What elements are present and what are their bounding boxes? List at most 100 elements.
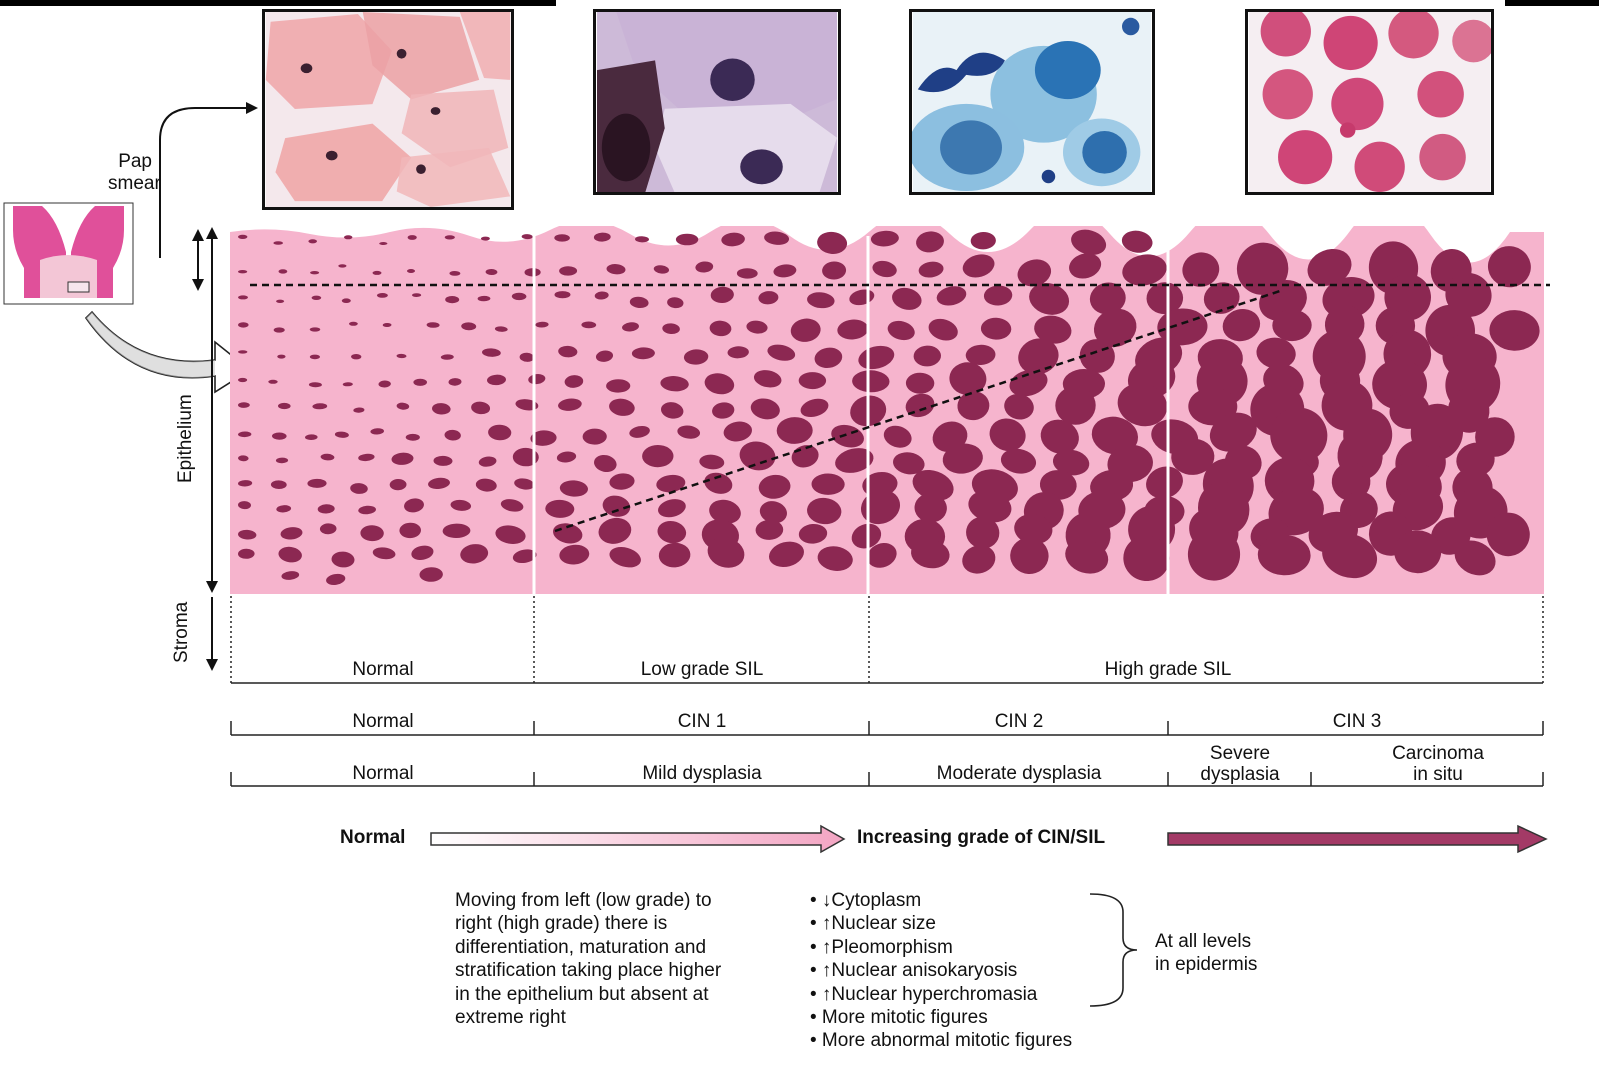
nucleus [1121,230,1153,253]
nucleus [312,403,328,410]
nucleus [675,233,699,246]
nucleus [835,448,874,473]
nucleus [556,451,577,463]
description-line: differentiation, maturation and [455,936,707,958]
nucleus [1171,438,1215,475]
nucleus [1187,528,1241,581]
nucleus [554,291,571,299]
nucleus [1203,282,1240,314]
nucleus [426,322,440,328]
nucleus [308,382,322,388]
nucleus [558,398,582,411]
nucleus [238,350,248,354]
nucleus [238,501,251,510]
dysplasia-severe-line: dysplasia [1200,764,1280,785]
top-border-left [0,0,556,6]
nucleus [358,453,375,462]
nucleus [822,261,847,280]
nucleus [595,350,614,362]
description-text: Moving from left (low grade) to right (h… [455,889,721,1029]
feature-item: • ↑Nuclear anisokaryosis [810,960,1018,982]
pap-photo-hsil [909,9,1155,195]
nucleus [769,541,804,568]
nucleus [712,402,735,419]
nucleus [444,235,455,240]
nucleus [521,234,533,240]
nucleus [837,319,869,340]
nucleus [1236,242,1289,295]
description-line: Moving from left (low grade) to [455,890,712,911]
nucleus [444,429,461,441]
nucleus [892,452,925,475]
nucleus [238,270,248,274]
nucleus [602,495,631,517]
features-bracket [1089,893,1138,1007]
nucleus [1093,308,1137,348]
nucleus [1091,416,1139,455]
nucleus [962,545,996,574]
nucleus [309,354,320,360]
nucleus [753,370,782,388]
nucleus [758,291,779,305]
nucleus [238,377,248,383]
nucleus [1117,383,1168,427]
nucleus [1004,393,1034,420]
nucleus [358,505,376,515]
nucleus [653,265,670,274]
nucleus [273,327,285,333]
nucleus [606,379,631,393]
nucleus [1456,442,1495,478]
feature-item: • More abnormal mitotic figures [810,1030,1073,1052]
epithelium-label: Epithelium [175,394,196,483]
nucleus [277,354,286,359]
dysplasia-moderate: Moderate dysplasia [936,763,1102,784]
feature-item: • More mitotic figures [810,1007,988,1029]
nucleus [376,293,388,298]
nucleus [1040,419,1079,454]
nucleus [1146,282,1184,315]
description-line: right (high grade) there is [455,913,668,935]
nucleus [485,268,498,276]
nucleus [1055,385,1096,425]
features-list: • ↓Cytoplasm • ↑Nuclear size • ↑Pleomorp… [810,889,1072,1053]
top-border-right [1505,0,1599,6]
nucleus [389,478,407,491]
nucleus [966,516,1000,549]
nucleus [657,520,687,544]
nucleus [965,344,996,366]
nucleus [852,370,890,393]
nucleus [445,295,460,304]
nucleus [916,231,944,253]
nucleus [317,504,335,514]
nucleus [1270,407,1328,464]
nucleus [593,232,611,242]
nucleus [307,478,327,488]
nucleus [559,266,578,276]
nucleus [399,522,421,539]
nucleus [1454,540,1496,576]
nucleus [514,478,535,490]
nucleus [351,353,362,360]
nucleus [1209,412,1257,452]
nucleus [667,297,684,309]
nucleus [478,456,497,467]
nucleus [1146,466,1183,499]
progression-arrow [430,824,1548,854]
nucleus [695,261,714,273]
dysplasia-cis-line: in situ [1413,764,1463,785]
nucleus [407,235,417,240]
feature-item: • ↑Pleomorphism [810,936,953,958]
nucleus [342,382,353,387]
depth-arrows [192,227,218,671]
nucleus [338,264,347,268]
feature-item: • ↑Nuclear hyperchromasia [810,983,1038,1005]
nucleus [433,455,453,466]
nucleus [272,432,287,440]
nucleus [450,499,472,511]
nucleus [494,326,508,332]
nucleus [1089,282,1126,315]
sil-high-grade: High grade SIL [1104,659,1232,680]
nucleus [372,547,396,560]
nucleus [983,285,1013,306]
nucleus [942,443,983,474]
